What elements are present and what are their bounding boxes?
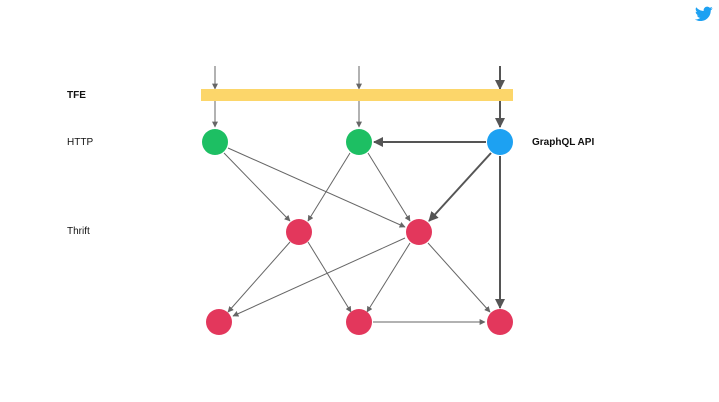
thrift-right-to-bottom-middle-edge [366,242,411,313]
tfe-bar [201,89,513,101]
bottom-node-right [487,309,513,335]
thrift-right-to-bottom-left-edge [232,237,406,317]
twitter-bird-icon [695,6,713,22]
http-node-middle [346,129,372,155]
http-left-to-thrift-right-edge [227,147,406,228]
thrift-right-to-bottom-right-edge [427,242,491,313]
http-node-left [202,129,228,155]
thrift-node-right [406,219,432,245]
thrift-label: Thrift [67,226,90,237]
thrift-left-to-bottom-middle-edge [307,241,352,313]
http-left-to-thrift-left-edge [223,152,291,222]
thrift-left-to-bottom-left-edge [227,241,291,313]
graphql-node [487,129,513,155]
thrift-node-left [286,219,312,245]
http-label: HTTP [67,137,94,148]
bottom-node-left [206,309,232,335]
tfe-label: TFE [67,90,86,101]
graphql-api-label: GraphQL API [532,137,595,148]
graphql-to-thrift-right-edge [428,152,492,222]
bottom-node-middle [346,309,372,335]
http-middle-to-thrift-left-edge [307,152,351,222]
http-middle-to-thrift-right-edge [367,152,411,222]
